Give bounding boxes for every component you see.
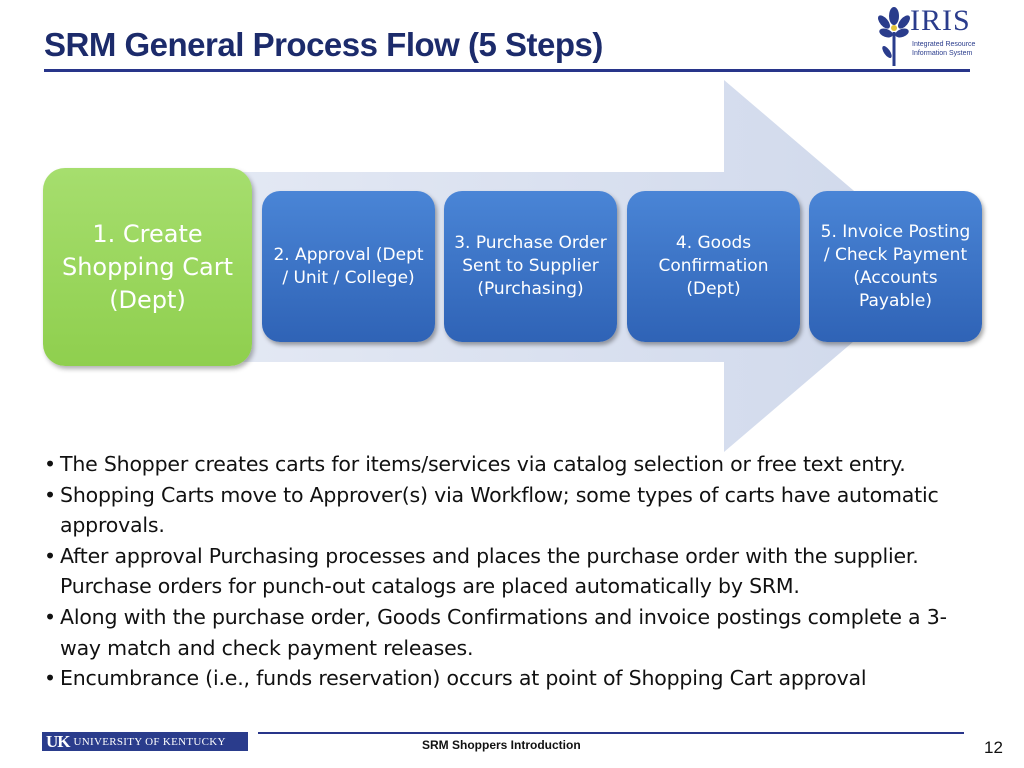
page-number: 12 (984, 738, 1003, 757)
bullet-list: The Shopper creates carts for items/serv… (44, 449, 984, 694)
bullet-item: The Shopper creates carts for items/serv… (44, 449, 984, 480)
bullet-item: Shopping Carts move to Approver(s) via W… (44, 480, 984, 541)
university-name: UNIVERSITY OF KENTUCKY (73, 735, 226, 748)
bullet-item: After approval Purchasing processes and … (44, 541, 984, 602)
logo-subtitle-line2: Information System (912, 50, 973, 57)
bullet-item: Along with the purchase order, Goods Con… (44, 602, 984, 663)
step-create-shopping-cart: 1. Create Shopping Cart (Dept) (43, 168, 252, 366)
slide-title: SRM General Process Flow (5 Steps) (44, 26, 603, 63)
step-goods-confirmation: 4. Goods Confirmation (Dept) (627, 191, 800, 342)
logo-wordmark: IRIS (910, 4, 971, 37)
logo-subtitle: Integrated Resource Information System (912, 40, 975, 58)
footer-rule (258, 732, 964, 734)
iris-logo: IRIS Integrated Resource Information Sys… (876, 4, 976, 68)
step-approval: 2. Approval (Dept / Unit / College) (262, 191, 435, 342)
uk-mark: UK (46, 731, 70, 751)
bullet-item: Encumbrance (i.e., funds reservation) oc… (44, 663, 984, 694)
step-purchase-order: 3. Purchase Order Sent to Supplier (Purc… (444, 191, 617, 342)
footer-title: SRM Shoppers Introduction (422, 738, 581, 752)
step-invoice-posting: 5. Invoice Posting / Check Payment (Acco… (809, 191, 982, 342)
title-underline (44, 69, 970, 72)
logo-subtitle-line1: Integrated Resource (912, 41, 976, 48)
flower-icon (878, 7, 910, 66)
university-logo: UK UNIVERSITY OF KENTUCKY (42, 732, 248, 751)
